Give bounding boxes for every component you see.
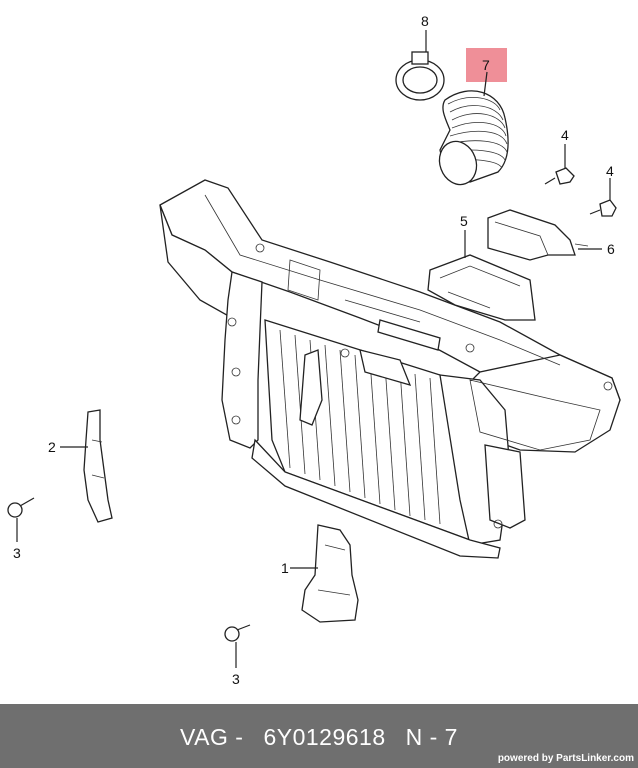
- air-duct-part-6: [487, 209, 589, 261]
- part-number: 6Y0129618: [263, 724, 386, 750]
- footer-bar: VAG - 6Y0129618 N - 7 powered by PartsLink…: [0, 704, 638, 768]
- callout-6: 6: [607, 241, 615, 257]
- screw-part-3a: [7, 497, 35, 518]
- callout-8: 8: [421, 13, 429, 29]
- screw-part-4b: [589, 199, 617, 217]
- callout-7: 7: [482, 57, 490, 73]
- callout-3-left: 3: [13, 545, 21, 561]
- bracket-part-1: [301, 524, 359, 623]
- callout-4-upper: 4: [561, 127, 569, 143]
- screw-part-3b: [224, 624, 251, 642]
- callout-1: 1: [281, 560, 289, 576]
- position-label: N - 7: [405, 724, 458, 750]
- leader-lines: [16, 30, 611, 668]
- intake-hose-part-7: [438, 90, 509, 186]
- callout-3-bottom: 3: [232, 671, 240, 687]
- callout-2: 2: [48, 439, 56, 455]
- air-duct-part-5: [427, 254, 536, 321]
- callout-4-right: 4: [606, 163, 614, 179]
- part-caption: VAG - 6Y0129618 N - 7: [0, 724, 638, 751]
- hose-clamp-part-8: [395, 51, 445, 101]
- callout-5: 5: [460, 213, 468, 229]
- parts-diagram: 1 2 3 3 4 4 5 6 7 8: [7, 13, 621, 687]
- brand-label: VAG -: [180, 724, 244, 750]
- screw-part-4a: [544, 167, 575, 185]
- front-carrier-assembly: [159, 179, 621, 559]
- credit-link[interactable]: powered by PartsLinker.com: [497, 753, 634, 764]
- bracket-part-2: [83, 409, 113, 523]
